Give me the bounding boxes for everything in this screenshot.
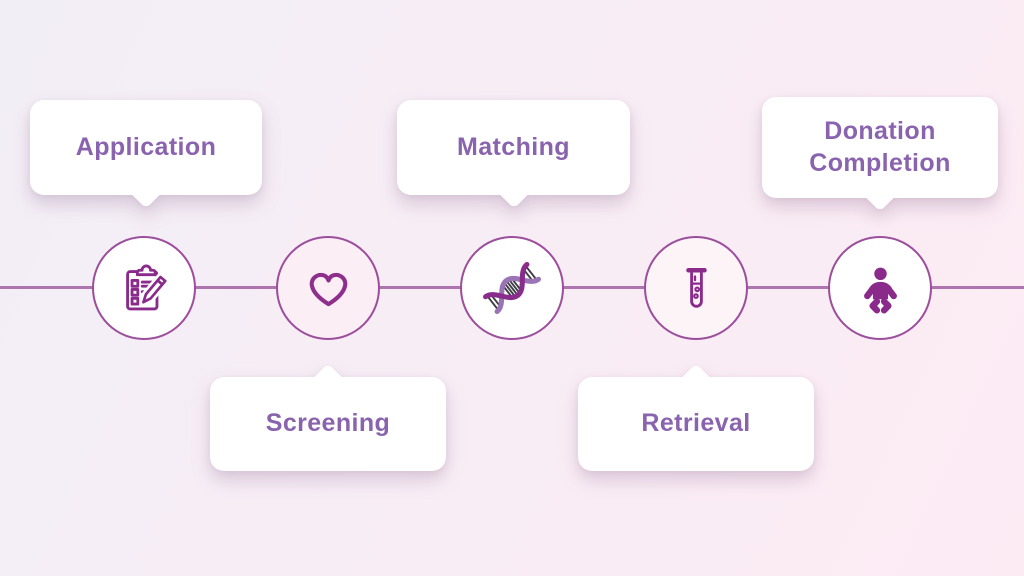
step-label: Application [75, 132, 217, 161]
heart-icon [309, 272, 347, 306]
label-bubble-application: Application [30, 100, 262, 195]
timeline-node-retrieval [644, 236, 748, 340]
label-bubble-donation-completion: Donation Completion [762, 97, 998, 198]
timeline-node-application [92, 236, 196, 340]
label-bubble-matching: Matching [397, 100, 630, 195]
timeline-node-screening [276, 236, 380, 340]
step-label: Donation Completion [809, 117, 951, 177]
label-bubble-screening: Screening [210, 377, 446, 471]
step-label: Matching [457, 132, 570, 161]
test-tube-icon [685, 267, 707, 308]
dna-icon [483, 261, 541, 315]
step-label: Retrieval [641, 409, 751, 438]
timeline-node-donation-completion [828, 236, 932, 340]
step-label: Screening [265, 409, 391, 438]
timeline-node-matching [460, 236, 564, 340]
label-bubble-retrieval: Retrieval [578, 377, 814, 471]
clipboard-checklist-icon [125, 264, 169, 310]
baby-icon [863, 267, 897, 314]
